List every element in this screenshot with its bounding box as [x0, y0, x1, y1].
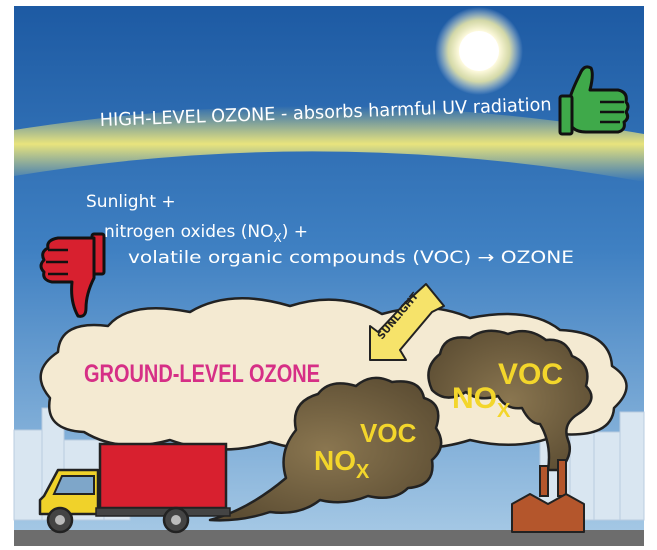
thumbs-down-icon — [39, 232, 106, 318]
factory-nox-label: NOX — [452, 382, 511, 422]
truck-voc-label: VOC — [360, 418, 417, 448]
truck-nox-label: NOX — [314, 445, 370, 483]
formula-line-sunlight: Sunlight + — [86, 192, 176, 212]
truck-icon — [38, 442, 231, 534]
factory-voc-label: VOC — [498, 358, 563, 391]
road — [14, 530, 644, 546]
formula-line-voc: volatile organic compounds (VOC) → OZONE — [128, 248, 574, 268]
truck-exhaust-smog — [208, 376, 443, 522]
factory-icon — [511, 459, 585, 533]
sun-icon — [435, 7, 523, 95]
factory-exhaust-smog — [427, 329, 593, 472]
ozone-layer-band — [14, 105, 644, 182]
thumbs-up-icon — [558, 65, 630, 136]
formula-line-nox: nitrogen oxides (NOX) + — [104, 222, 308, 245]
ground-level-ozone-label: GROUND-LEVEL OZONE — [84, 360, 320, 388]
